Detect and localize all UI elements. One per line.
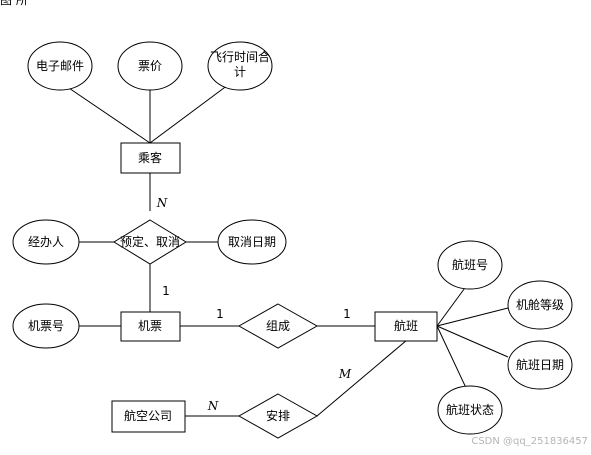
- attribute-fare: [117, 41, 183, 91]
- entity-passenger: [120, 142, 181, 174]
- attribute-agent-label: 经办人: [28, 234, 64, 249]
- cardinality-airline-arrange: N: [207, 399, 219, 413]
- entities: [111, 142, 438, 433]
- attribute-cancel-date-label: 取消日期: [228, 235, 276, 249]
- relationship-compose-label: 组成: [266, 319, 290, 333]
- attribute-flight-time-label-line1: 飞行时间合: [210, 49, 270, 64]
- entity-passenger-label: 乘客: [138, 150, 162, 165]
- attribute-email: [27, 41, 93, 91]
- entity-flight-label: 航班: [394, 318, 418, 333]
- relationship-arrange-label: 安排: [266, 408, 290, 423]
- entity-ticket-label: 机票: [138, 319, 162, 333]
- labels: 电子邮件 票价 飞行时间合 计 乘客 经办人 预定、取消 取消日期 机票号 机票…: [28, 49, 564, 423]
- attribute-agent: [12, 219, 80, 265]
- attribute-flight-date-label: 航班日期: [516, 357, 564, 372]
- attribute-cabin-class: [507, 280, 573, 330]
- attribute-flight-time-label-line2: 计: [234, 65, 246, 79]
- line-flight-status: [436, 325, 468, 391]
- relationship-arrange: [237, 393, 319, 439]
- connector-lines: [59, 81, 509, 417]
- entity-airline: [111, 400, 186, 433]
- relationship-reserve-cancel-label: 预定、取消: [120, 234, 180, 249]
- entity-ticket: [120, 311, 181, 342]
- attribute-ticket-no: [12, 303, 80, 349]
- cardinality-compose-flight: 1: [343, 307, 351, 321]
- line-email-passenger: [59, 81, 151, 144]
- cardinality-passenger-reserve: N: [156, 196, 168, 210]
- attribute-flight-no: [437, 240, 503, 290]
- cropped-header-text: 图 所: [0, 0, 28, 7]
- entity-airline-label: 航空公司: [124, 408, 172, 423]
- cardinality-ticket-reserve: 1: [162, 284, 170, 298]
- line-flight-cabin: [436, 307, 509, 327]
- attribute-fare-label: 票价: [138, 59, 162, 73]
- line-flight-arrange: [316, 339, 408, 417]
- attribute-flight-time: [207, 41, 273, 91]
- line-flight-flightdate: [436, 325, 509, 358]
- entity-flight: [374, 311, 438, 342]
- relationship-compose: [237, 303, 319, 349]
- line-flighttime-passenger: [149, 81, 233, 144]
- attribute-email-label: 电子邮件: [36, 59, 84, 73]
- attribute-flight-status: [437, 385, 503, 435]
- cardinality-ticket-compose: 1: [216, 307, 224, 321]
- relationships: [113, 219, 319, 439]
- relationship-reserve-cancel: [113, 219, 187, 265]
- attribute-ticket-no-label: 机票号: [28, 319, 64, 333]
- attributes: [12, 41, 573, 435]
- attribute-cabin-class-label: 机舱等级: [516, 298, 564, 312]
- cardinality-flight-arrange: M: [338, 367, 352, 381]
- attribute-flight-status-label: 航班状态: [446, 402, 494, 417]
- attribute-cancel-date: [217, 219, 287, 265]
- watermark: CSDN @qq_251836457: [471, 436, 588, 447]
- attribute-flight-no-label: 航班号: [452, 257, 488, 272]
- attribute-flight-date: [507, 340, 573, 390]
